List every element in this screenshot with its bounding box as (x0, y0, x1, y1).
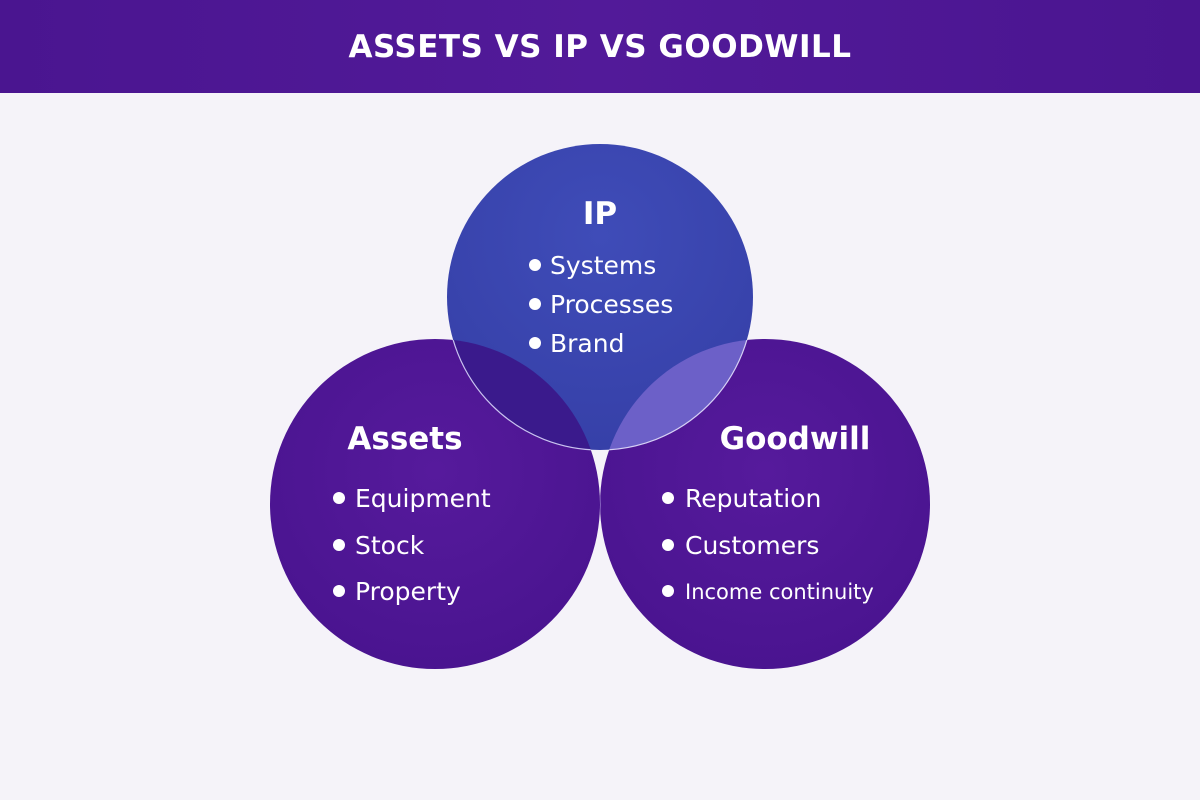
list-item: Brand (550, 329, 624, 358)
ip-title: IP (583, 196, 617, 232)
bullet-icon (529, 337, 541, 349)
list-item: Equipment (355, 484, 491, 513)
list-item: Reputation (685, 484, 821, 513)
bullet-icon (333, 539, 345, 551)
list-item: Stock (355, 531, 425, 560)
list-item: Customers (685, 531, 819, 560)
list-item: Systems (550, 251, 656, 280)
assets-title: Assets (347, 421, 462, 457)
bullet-icon (662, 539, 674, 551)
bullet-icon (529, 259, 541, 271)
list-item: Property (355, 577, 461, 606)
list-item: Income continuity (685, 580, 874, 604)
assets-list: Equipment Stock Property (333, 484, 491, 606)
goodwill-list: Reputation Customers Income continuity (662, 484, 874, 604)
overlap-ip-assets (447, 339, 600, 450)
ip-list: Systems Processes Brand (529, 251, 673, 358)
bullet-icon (333, 492, 345, 504)
list-item: Processes (550, 290, 673, 319)
bullet-icon (333, 585, 345, 597)
bullet-icon (529, 298, 541, 310)
bullet-icon (662, 585, 674, 597)
header-banner: ASSETS VS IP VS GOODWILL (0, 0, 1200, 93)
goodwill-title: Goodwill (720, 421, 871, 457)
overlap-ip-goodwill (600, 339, 753, 450)
bullet-icon (662, 492, 674, 504)
diagram-title: ASSETS VS IP VS GOODWILL (348, 28, 852, 65)
